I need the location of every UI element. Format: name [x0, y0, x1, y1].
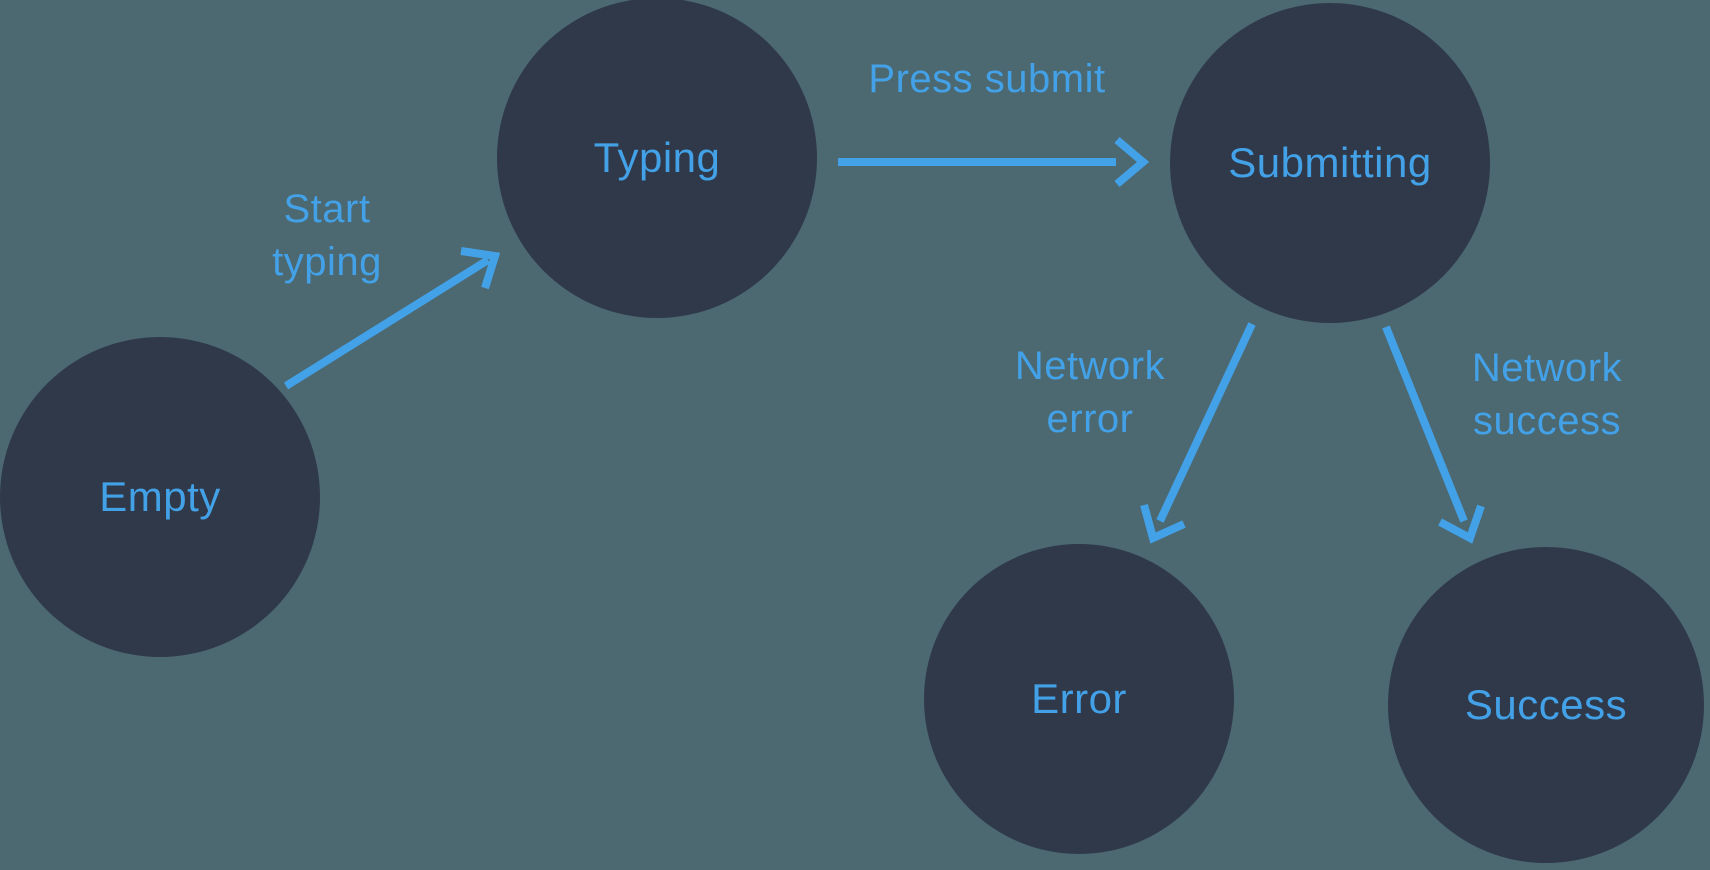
- edge-label-network-error: Network error: [1014, 344, 1166, 441]
- edge-label-press-submit: Press submit: [868, 57, 1106, 101]
- press-submit-arrowhead-chevron-icon: [1114, 136, 1150, 188]
- state-node-success: Success: [1388, 547, 1704, 863]
- network-success-arrowhead-chevron-icon: [1438, 504, 1485, 544]
- state-node-typing: Typing: [497, 0, 817, 318]
- state-node-error: Error: [924, 544, 1234, 854]
- state-node-typing-label: Typing: [593, 134, 721, 181]
- state-node-submitting: Submitting: [1170, 3, 1490, 323]
- edge-label-network-success: Network success: [1471, 346, 1623, 443]
- edge-label-start-typing: Start typing: [272, 187, 382, 284]
- state-node-error-label: Error: [1031, 675, 1127, 722]
- start-typing-arrowhead-chevron-icon: [460, 247, 501, 290]
- state-node-empty: Empty: [0, 337, 320, 657]
- state-node-submitting-label: Submitting: [1228, 139, 1432, 186]
- state-node-empty-label: Empty: [99, 473, 221, 520]
- press-submit-arrow: [838, 136, 1150, 188]
- network-error-arrowhead-chevron-icon: [1140, 503, 1186, 544]
- state-node-success-label: Success: [1464, 681, 1628, 728]
